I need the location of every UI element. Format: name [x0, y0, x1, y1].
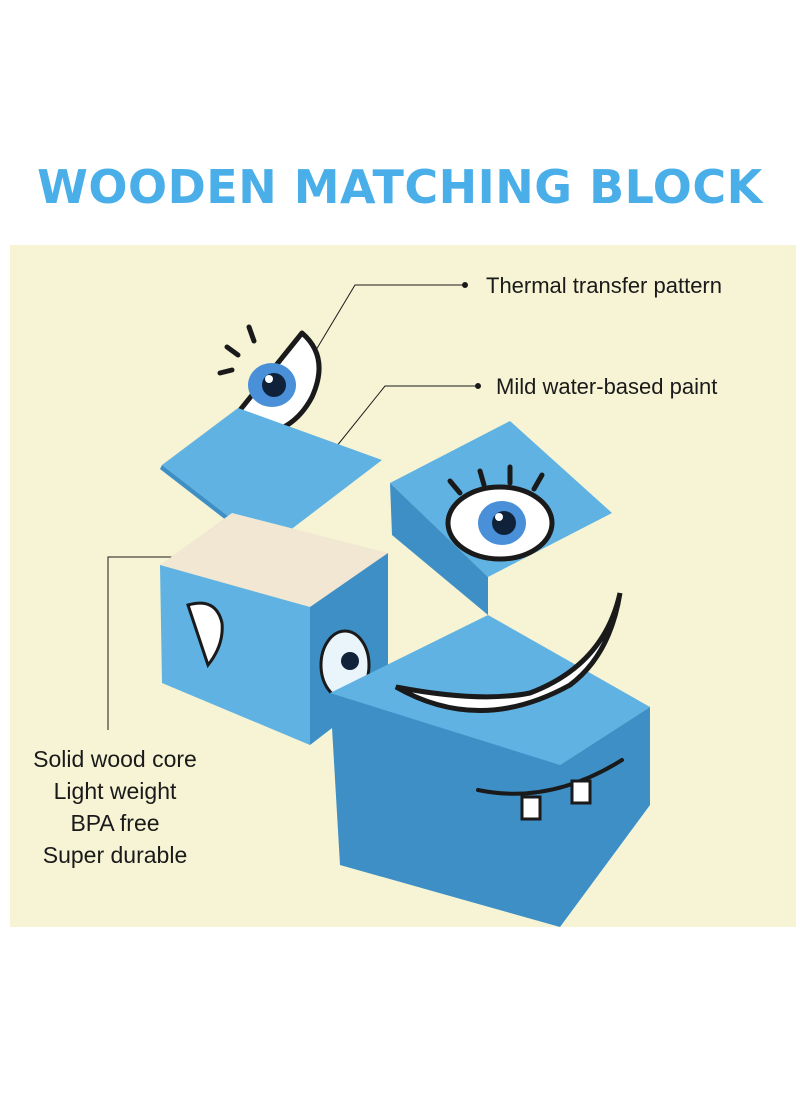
wood-callout-line — [107, 556, 198, 730]
eye-sticker-icon — [217, 324, 322, 438]
wooden-cube-icon — [160, 513, 388, 745]
product-illustration — [10, 245, 796, 927]
paint-callout-label: Mild water-based paint — [496, 374, 718, 399]
thermal-callout-label: Thermal transfer pattern — [486, 273, 722, 298]
feature-item: BPA free — [70, 810, 160, 836]
paint-callout-line — [327, 385, 478, 458]
feature-item: Light weight — [53, 778, 177, 804]
eye-block — [390, 421, 612, 615]
feature-list: Solid wood core Light weight BPA free Su… — [10, 743, 220, 871]
thermal-callout-dot — [462, 282, 468, 288]
feature-item: Solid wood core — [33, 746, 197, 772]
paint-callout-dot — [475, 383, 481, 389]
feature-item: Super durable — [42, 842, 188, 868]
product-panel: Thermal transfer pattern Mild water-base… — [10, 245, 796, 927]
smile-face-icon — [330, 592, 650, 927]
page-title: WOODEN MATCHING BLOCK — [37, 160, 763, 214]
